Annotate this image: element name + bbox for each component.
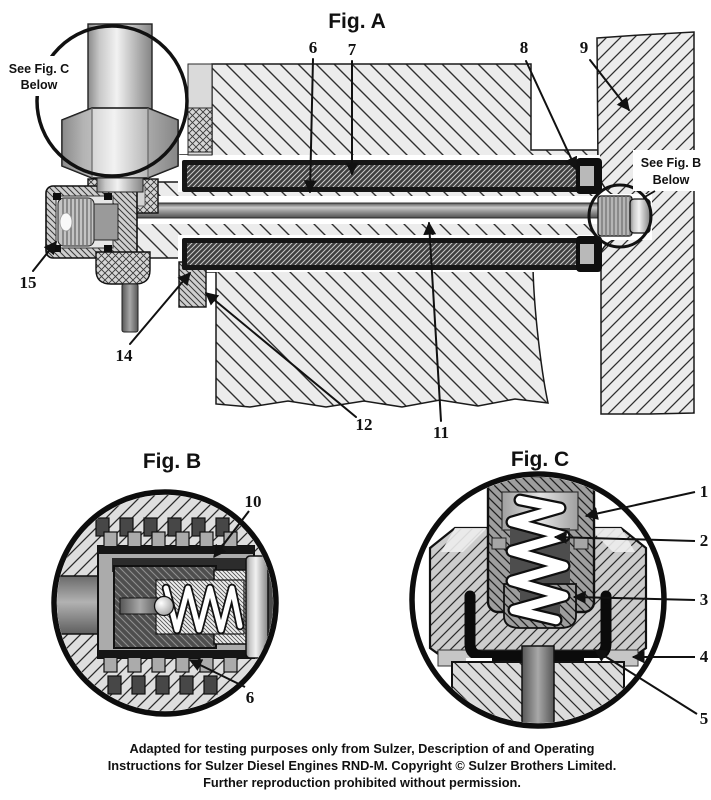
fig-b-detail-circle bbox=[587, 183, 653, 249]
see-fig-b-label: See Fig. B Below bbox=[633, 150, 711, 199]
callout-15: 15 bbox=[20, 273, 37, 292]
check-valve-spring bbox=[161, 583, 245, 635]
fuel-rod bbox=[77, 202, 639, 219]
see-fig-b-line1: See Fig. B bbox=[641, 156, 701, 170]
see-fig-c-label: See Fig. C Below bbox=[0, 56, 80, 96]
valve-ball bbox=[153, 595, 175, 617]
end-cap bbox=[245, 555, 269, 659]
callout-1: 1 bbox=[700, 482, 709, 501]
attribution-line2: Instructions for Sulzer Diesel Engines R… bbox=[108, 758, 617, 773]
lower-fuel-tube bbox=[182, 236, 602, 272]
side-pin-left bbox=[491, 537, 507, 550]
right-threaded-plug bbox=[597, 195, 651, 237]
hex-nut-assembly bbox=[61, 23, 179, 193]
callout-4: 4 bbox=[700, 647, 709, 666]
attribution-line1: Adapted for testing purposes only from S… bbox=[130, 741, 595, 756]
callout-7: 7 bbox=[348, 40, 357, 59]
attribution: Adapted for testing purposes only from S… bbox=[108, 741, 617, 790]
fig-a-callouts: 6 7 8 9 11 12 14 15 bbox=[20, 38, 630, 442]
callout-3: 3 bbox=[700, 590, 709, 609]
callout-12: 12 bbox=[356, 415, 373, 434]
callout-10: 10 bbox=[245, 492, 262, 511]
callout-14: 14 bbox=[116, 346, 134, 365]
callout-9: 9 bbox=[580, 38, 589, 57]
stud-assembly bbox=[95, 251, 151, 333]
callout-11: 11 bbox=[433, 423, 449, 442]
callout-8: 8 bbox=[520, 38, 529, 57]
fig-c-title: Fig. C bbox=[511, 448, 569, 471]
fig-b-title: Fig. B bbox=[143, 450, 201, 473]
left-strip bbox=[187, 63, 213, 156]
attribution-line3: Further reproduction prohibited without … bbox=[203, 775, 521, 790]
fig-b-callouts: 10 6 bbox=[188, 492, 262, 707]
callout-5: 5 bbox=[700, 709, 709, 728]
see-fig-c-line1: See Fig. C bbox=[9, 62, 69, 76]
left-end-fitting bbox=[45, 185, 138, 259]
fig-a-title: Fig. A bbox=[328, 10, 386, 33]
see-fig-b-line2: Below bbox=[653, 173, 690, 187]
fig-a-drawing bbox=[35, 23, 695, 415]
upper-fuel-tube bbox=[182, 158, 602, 194]
callout-6: 6 bbox=[309, 38, 318, 57]
see-fig-c-line2: Below bbox=[21, 78, 58, 92]
fig-b-drawing bbox=[57, 495, 273, 711]
callout-2: 2 bbox=[700, 531, 709, 550]
side-pin-right bbox=[573, 537, 589, 550]
center-stem bbox=[521, 645, 555, 723]
callout-b6: 6 bbox=[246, 688, 255, 707]
pressure-spring bbox=[505, 493, 571, 627]
fig-c-callouts: 1 2 3 4 5 bbox=[553, 482, 709, 728]
fig-c-detail-circle bbox=[35, 24, 189, 178]
